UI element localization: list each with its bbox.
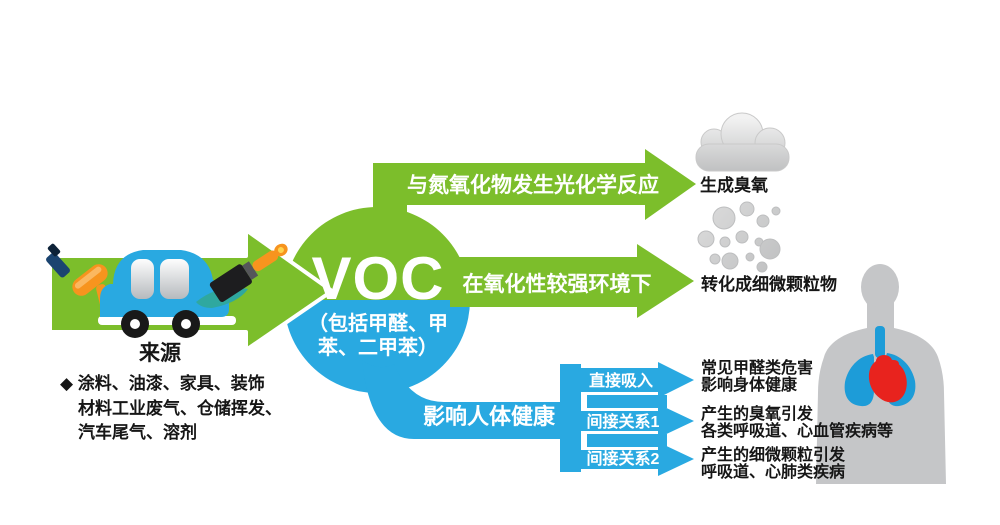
particle-result-label: 转化成细微颗粒物 xyxy=(701,274,837,294)
branch1-desc-line2: 影响身体健康 xyxy=(701,375,798,394)
source-icons xyxy=(46,243,288,338)
health-arrow-label: 影响人体健康 xyxy=(423,404,556,429)
branch2-desc-line1: 产生的臭氧引发 xyxy=(701,404,814,423)
health-bar xyxy=(362,360,581,439)
source-arrow-label: 来源 xyxy=(139,341,181,365)
health-flow xyxy=(362,360,694,476)
branch1-desc-line1: 常见甲醛类危害 xyxy=(701,358,813,377)
particle-arrow-label: 在氧化性较强环境下 xyxy=(463,272,652,296)
paint-brush-icon xyxy=(196,243,288,308)
health-connector xyxy=(560,364,581,472)
human-body-icon xyxy=(816,264,946,484)
branch-arrow-1 xyxy=(581,362,694,398)
source-list-line1: ◆ 涂料、油漆、家具、装饰 xyxy=(60,373,265,393)
branch3-desc-line2: 呼吸道、心肺类疾病 xyxy=(701,462,845,481)
branch-arrow-2 xyxy=(581,404,694,438)
branch3-label: 间接关系2 xyxy=(587,449,660,468)
voc-circle-bottom xyxy=(284,300,470,393)
particle-arrow xyxy=(450,244,694,318)
branch1-label: 直接吸入 xyxy=(589,371,653,390)
ozone-arrow xyxy=(373,149,696,220)
branch-spacer-2 xyxy=(587,434,667,447)
heart-icon xyxy=(868,355,907,403)
cloud-icon xyxy=(695,112,790,172)
voc-circle xyxy=(284,207,470,393)
voc-subtitle-line2: 苯、二甲苯） xyxy=(317,335,438,359)
ozone-result-label: 生成臭氧 xyxy=(700,175,768,195)
branch-arrow-3 xyxy=(581,442,694,476)
particles-icon xyxy=(697,201,781,273)
branch2-desc-line2: 各类呼吸道、心血管疾病等 xyxy=(700,421,893,440)
voc-title: VOC xyxy=(311,245,444,312)
source-list-line2: 材料工业废气、仓储挥发、 xyxy=(78,398,282,418)
car-ground-strip xyxy=(98,316,236,325)
ozone-arrow-label: 与氮氧化物发生光化学反应 xyxy=(407,173,659,197)
voc-subtitle-line1: （包括甲醛、甲 xyxy=(308,311,448,335)
voc-circle-top xyxy=(284,207,470,300)
branch2-label: 间接关系1 xyxy=(587,412,660,431)
labels: VOC （包括甲醛、甲 苯、二甲苯） 与氮氧化物发生光化学反应 生成臭氧 在氧化… xyxy=(60,173,893,481)
branch-spacer-1 xyxy=(587,395,667,408)
source-list-line3: 汽车尾气、溶剂 xyxy=(78,422,197,442)
car-icon xyxy=(100,250,229,338)
branch3-desc-line1: 产生的细微颗粒引发 xyxy=(701,445,846,464)
